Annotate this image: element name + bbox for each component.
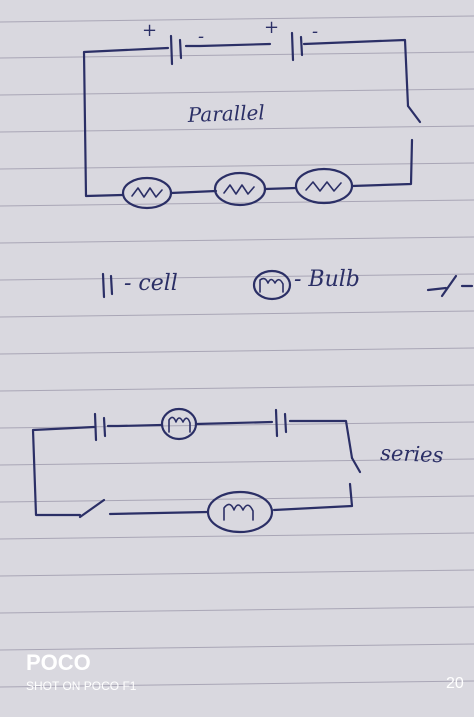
- series-switch-bottom: [78, 498, 106, 519]
- parallel-wire: [263, 186, 298, 191]
- legend-bulb-label: - Bulb: [294, 267, 360, 292]
- parallel-wire: [82, 46, 170, 198]
- series-bulb-2: [206, 490, 274, 534]
- parallel-wire: [169, 189, 218, 195]
- symbol-legend: - cell - Bulb: [101, 267, 474, 301]
- watermark-brand: POCO: [26, 650, 91, 675]
- series-bulb-1: [160, 407, 198, 441]
- parallel-cell-1-minus: -: [198, 26, 204, 47]
- series-wire: [31, 425, 96, 517]
- parallel-bulb-1: [121, 176, 173, 210]
- parallel-switch: [406, 104, 422, 124]
- legend-switch-symbol: [426, 274, 474, 298]
- series-wire: [272, 482, 354, 512]
- parallel-wire: [350, 138, 414, 188]
- parallel-wire: [184, 42, 272, 48]
- parallel-bulb-2: [213, 171, 267, 207]
- series-circuit: series: [31, 407, 444, 534]
- series-cell-2: [274, 408, 288, 438]
- series-wire: [106, 423, 164, 428]
- series-switch-top: [350, 456, 362, 474]
- parallel-circuit: + - + - Parallel: [82, 17, 422, 210]
- watermark-corner-number: 20: [446, 675, 464, 692]
- camera-watermark: POCO SHOT ON POCO F1 20: [26, 650, 464, 693]
- series-label: series: [380, 441, 444, 467]
- series-cell-1: [93, 412, 107, 442]
- parallel-cell-1: [169, 34, 183, 66]
- parallel-cell-2-plus: +: [264, 17, 279, 38]
- parallel-cell-2: [290, 31, 304, 62]
- legend-cell-symbol: [101, 272, 114, 299]
- parallel-wire: [302, 38, 410, 108]
- parallel-label: Parallel: [186, 100, 265, 127]
- series-wire: [108, 510, 210, 516]
- series-wire: [288, 419, 354, 460]
- parallel-cell-2-minus: -: [312, 21, 318, 42]
- legend-bulb-symbol: [252, 269, 292, 301]
- watermark-caption: SHOT ON POCO F1: [26, 679, 137, 693]
- parallel-cell-1-plus: +: [142, 20, 157, 41]
- parallel-bulb-3: [294, 167, 354, 205]
- series-wire: [194, 420, 274, 426]
- legend-cell-label: - cell: [124, 271, 178, 296]
